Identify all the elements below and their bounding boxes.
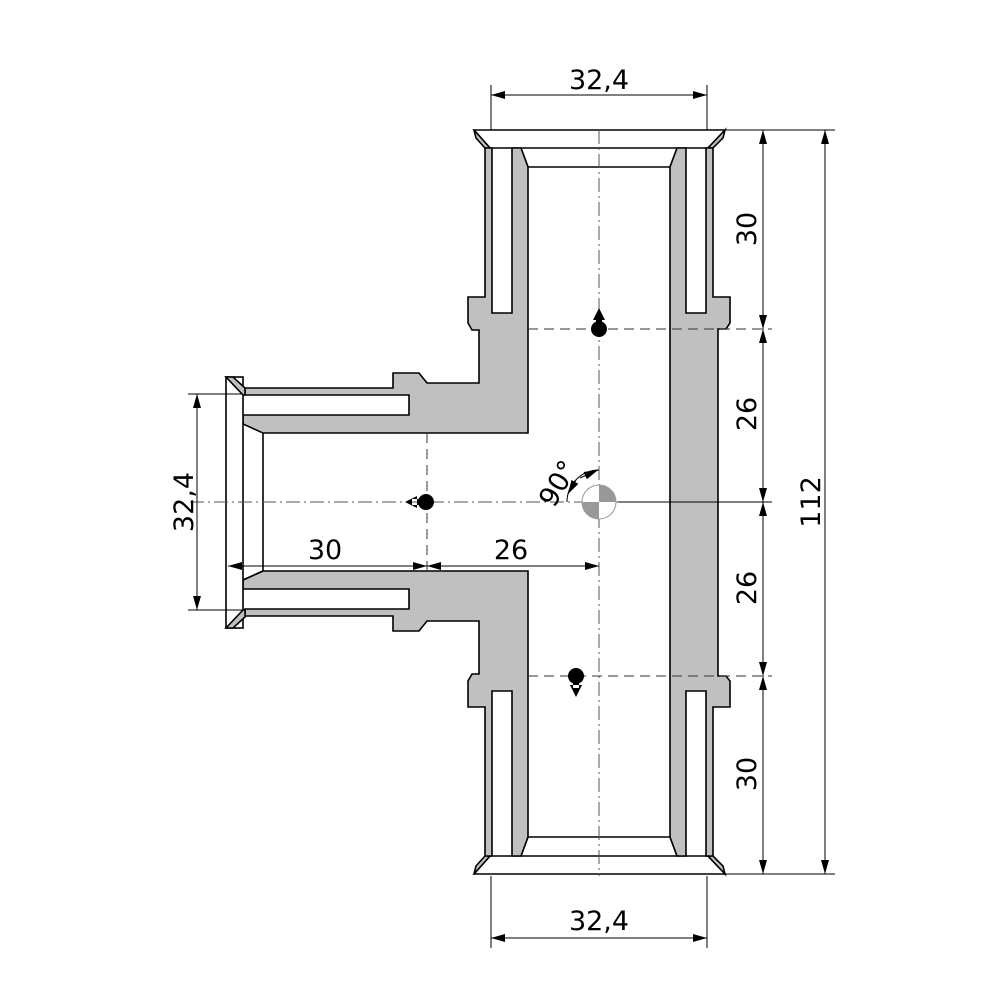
dim-branch-to-center-label: 26 (494, 535, 528, 566)
dim-overall-height-label: 112 (796, 476, 827, 528)
flow-arrow-up-icon (591, 308, 607, 337)
flow-arrow-left-icon (405, 494, 434, 510)
dim-right-upper-mid-label: 26 (732, 397, 763, 431)
dim-right-bottom-label: 30 (732, 757, 763, 791)
dim-top-width: 32,4 (490, 65, 708, 130)
body-upper-left-wall (242, 147, 529, 434)
dim-branch-width: 32,4 (169, 393, 243, 611)
dim-right-lower-mid-label: 26 (732, 571, 763, 605)
dim-branch-length-label: 30 (308, 535, 342, 566)
dim-angle-label: 90° (533, 455, 584, 512)
dim-overall-height: 112 (796, 130, 829, 874)
bottom-flange (472, 855, 727, 877)
body-lower-left-wall (242, 570, 529, 857)
dim-bottom-width: 32,4 (490, 876, 708, 948)
center-mark-icon (581, 484, 617, 520)
dim-right-top-label: 30 (732, 212, 763, 246)
dim-branch-width-label: 32,4 (169, 472, 200, 532)
dim-top-width-label: 32,4 (569, 65, 629, 96)
dim-branch-length: 30 26 (228, 535, 599, 570)
dim-bottom-width-label: 32,4 (569, 906, 629, 937)
dim-right-chain: 30 26 26 30 (618, 129, 835, 875)
flow-arrow-down-icon (568, 668, 584, 697)
